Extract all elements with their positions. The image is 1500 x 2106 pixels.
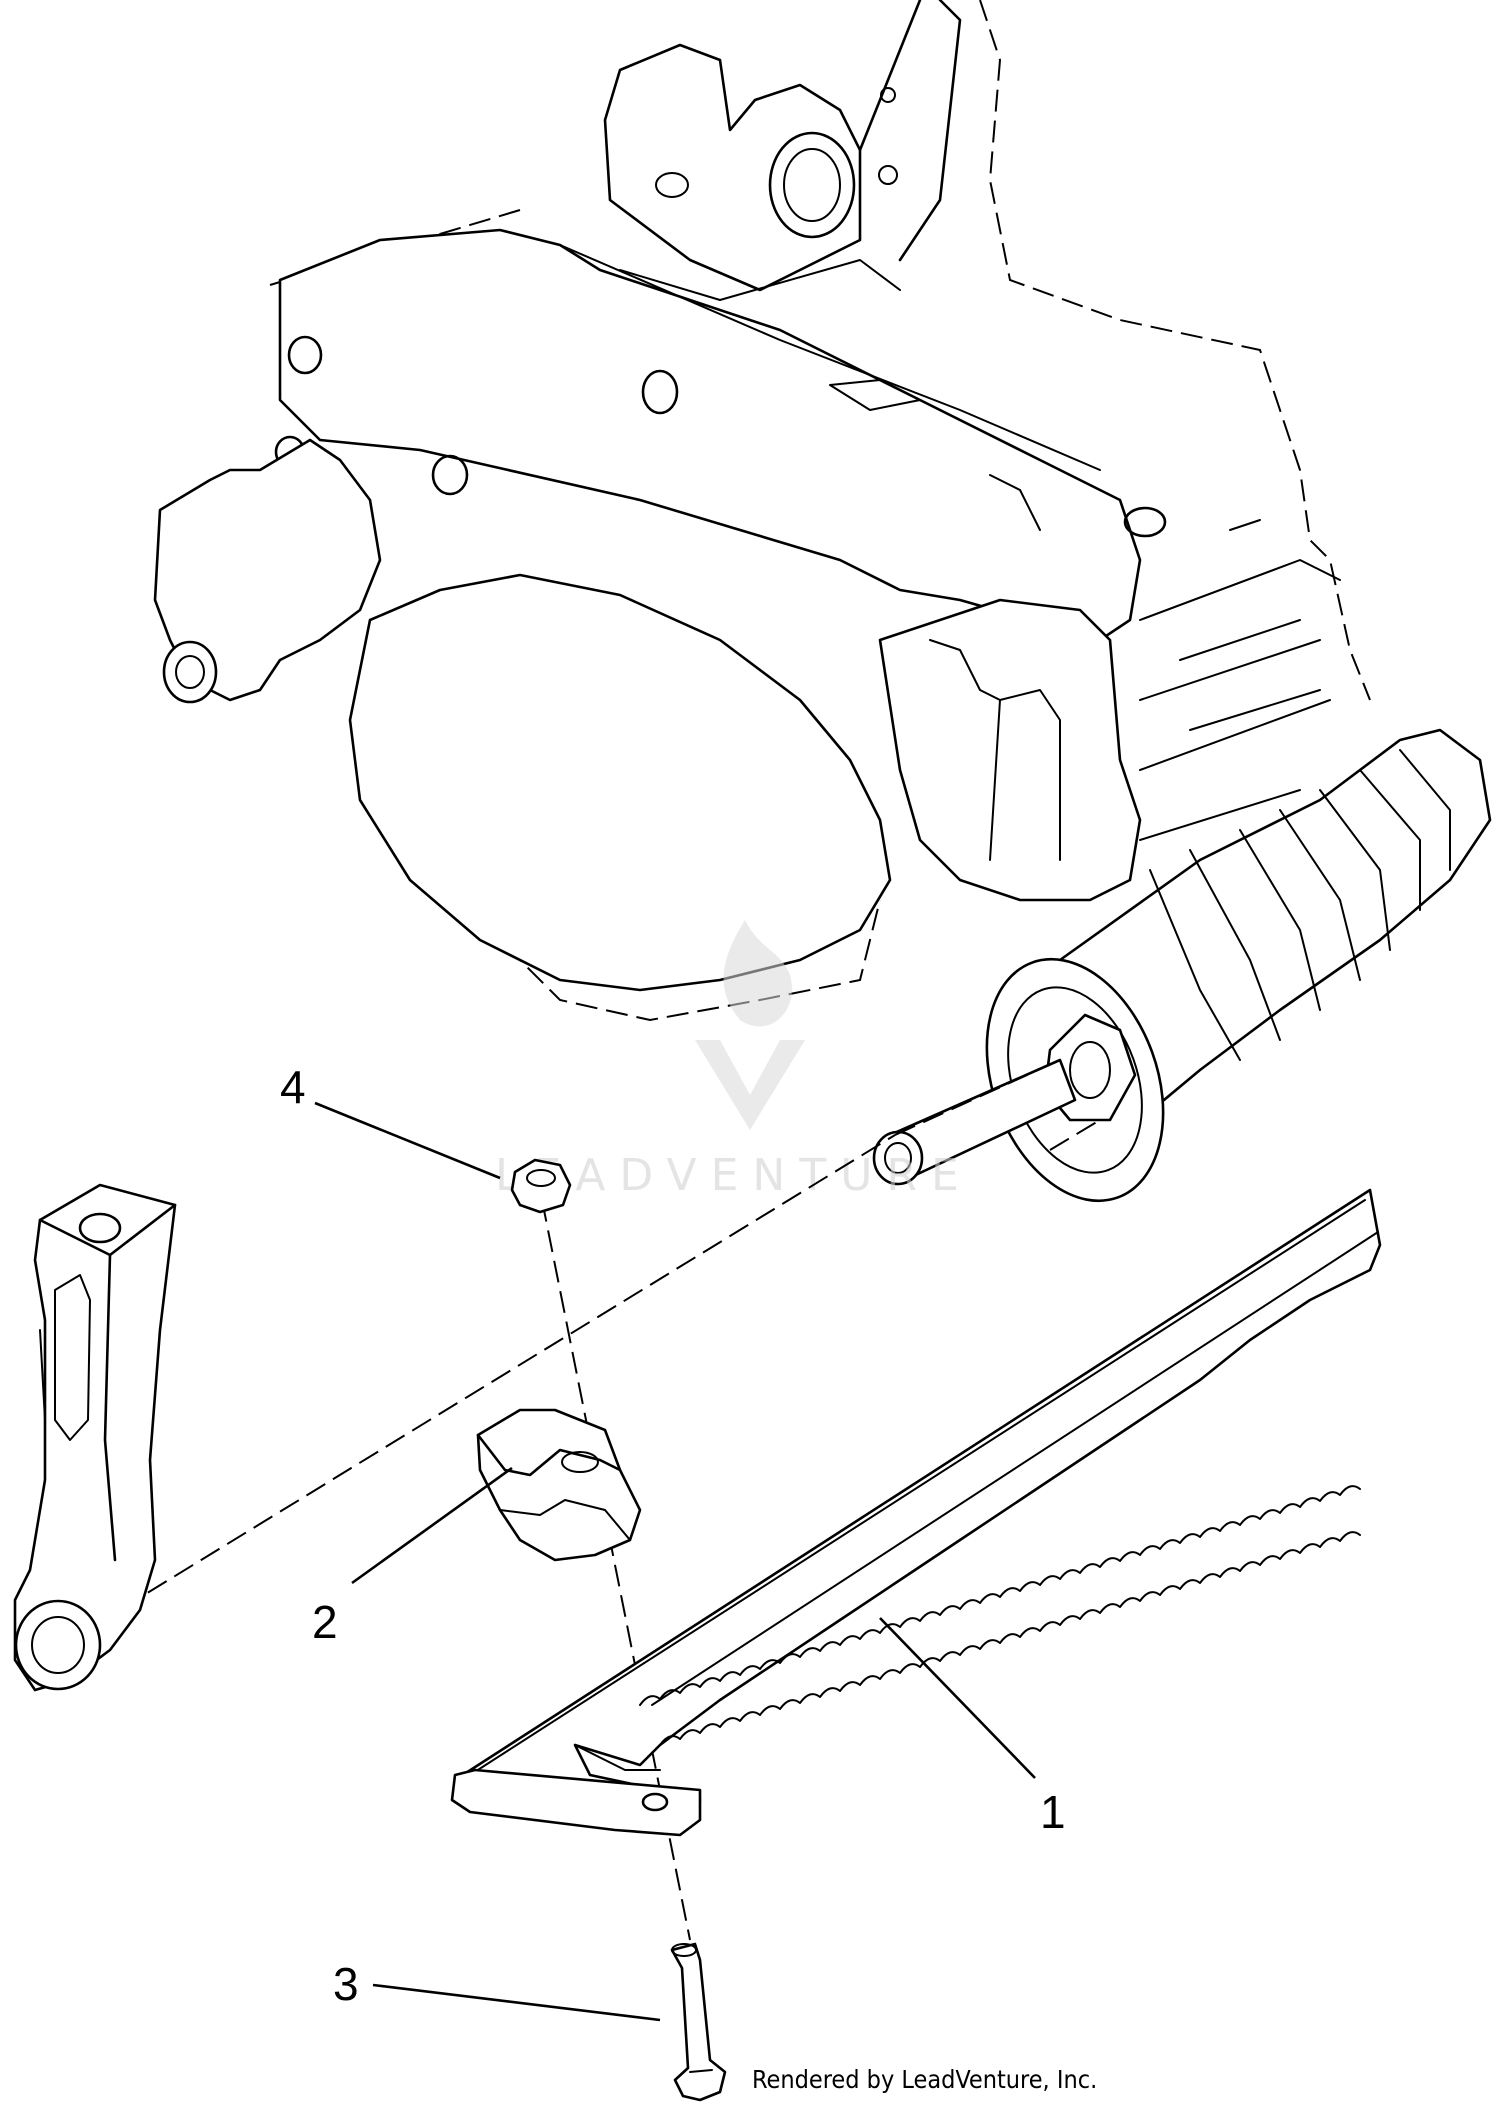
leadventure-watermark: LEADVENTURE (495, 920, 973, 1201)
housing-assembly (153, 0, 1371, 1022)
callout-labels: 4 2 1 3 (280, 1061, 1066, 2010)
leader-1 (879, 1617, 1036, 1779)
roller-assembly (872, 728, 1492, 1203)
flame-icon (723, 920, 792, 1027)
v-logo-icon (695, 1040, 805, 1130)
part-4-nut (510, 1158, 572, 1214)
callout-4: 4 (280, 1061, 306, 1113)
part-2-clamp (476, 1408, 642, 1562)
watermark-text: LEADVENTURE (495, 1150, 973, 1201)
render-credit: Rendered by LeadVenture, Inc. (752, 2065, 1097, 2094)
leader-lines (314, 1101, 1036, 2022)
part-1-serrated-bar (450, 1188, 1382, 1837)
link-arm (13, 1183, 177, 1692)
leader-2 (351, 1466, 513, 1585)
leader-4 (314, 1101, 501, 1180)
leader-3 (372, 1983, 661, 2022)
callout-1: 1 (1040, 1786, 1066, 1838)
part-3-bolt (670, 1942, 727, 2102)
callout-3: 3 (333, 1958, 359, 2010)
callout-2: 2 (312, 1596, 338, 1648)
